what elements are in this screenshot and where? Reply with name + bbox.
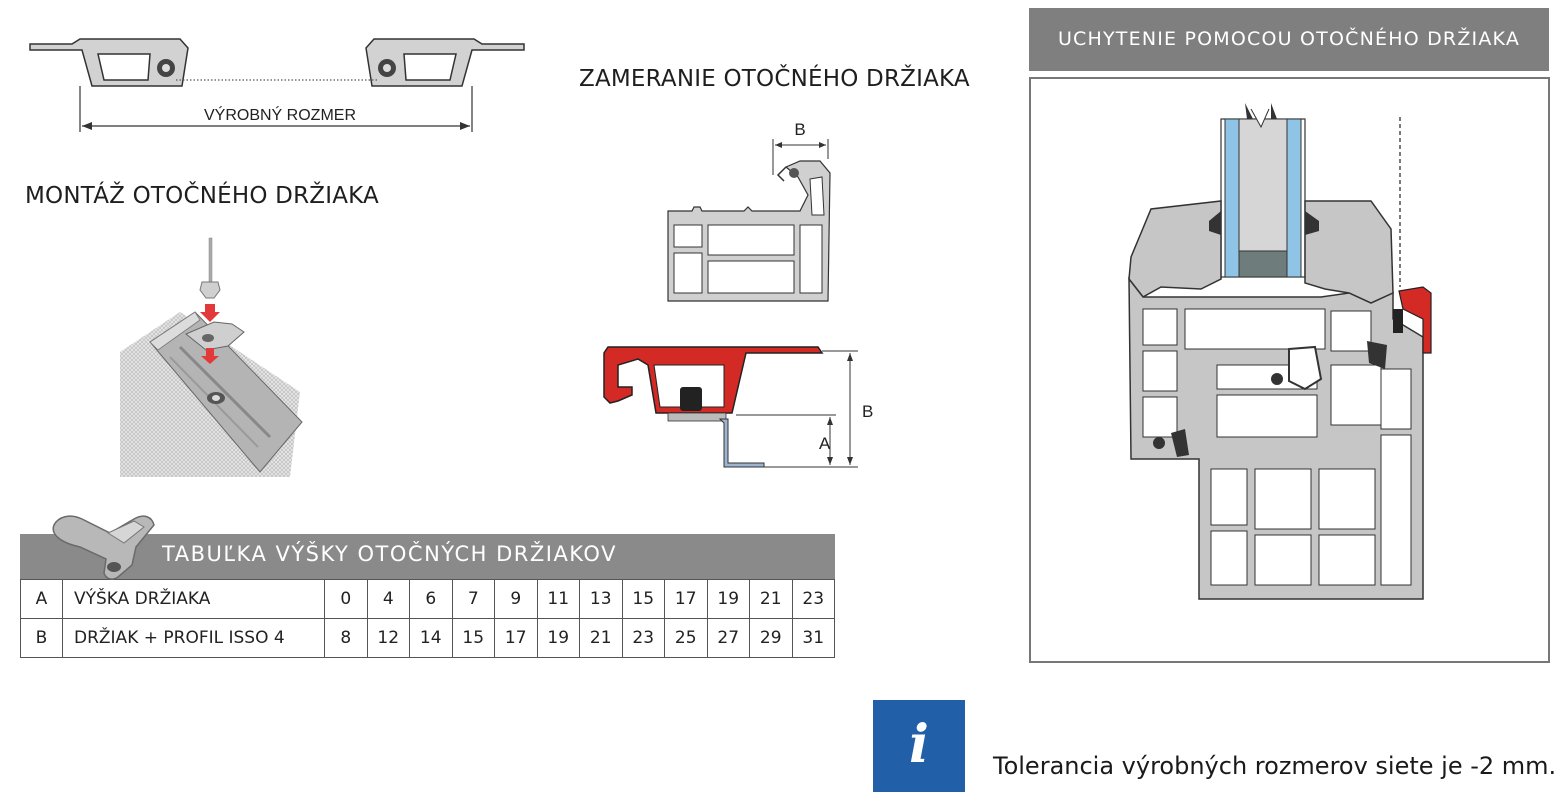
frame-profile-3d [149,311,303,473]
table-cell: 25 [664,618,708,658]
info-glyph: i [909,714,929,775]
measuring-profile-diagram: B [667,120,831,302]
table-cell: 15 [451,618,495,658]
assembly-arrows [200,304,220,364]
rivet [199,237,221,299]
mounting-illustration [120,237,303,477]
table-cell: 19 [706,579,750,619]
table-cell: 15 [621,579,665,619]
dimension-b-label: B [794,120,805,139]
frame-lip [718,418,765,468]
tolerance-note: Tolerancia výrobných rozmerov siete je -… [993,752,1557,780]
swivel-clip-part [185,321,245,351]
right-frame-profile [365,38,525,87]
mounting-heading: MONTÁŽ OTOČNÉHO DRŽIAKA [25,183,379,209]
info-icon: i [873,700,965,792]
left-frame-profile [29,38,189,87]
table-cell: 7 [451,579,495,619]
fixing-heading: UCHYTENIE POMOCOU OTOČNÉHO DRŽIAKA [1057,28,1521,50]
table-cell: 19 [536,618,580,658]
row-code: B [20,618,63,658]
height-table-header: TABUĽKA VÝŠKY OTOČNÝCH DRŽIAKOV [20,534,835,579]
table-cell: 17 [494,618,538,658]
table-cell: 27 [706,618,750,658]
fixing-panel-header: UCHYTENIE POMOCOU OTOČNÉHO DRŽIAKA [1029,8,1549,71]
installed-red-holder [1398,286,1432,354]
table-cell: 31 [791,618,835,658]
dimension-b-total-label: B [862,402,873,421]
table-cell: 8 [324,618,368,658]
row-code: A [20,579,63,619]
gaskets [1153,211,1387,457]
row-label: DRŽIAK + PROFIL ISSO 4 [62,618,325,658]
table-cell: 9 [494,579,538,619]
table-cell: 17 [664,579,708,619]
table-cell: 29 [749,618,793,658]
table-cell: 6 [409,579,453,619]
row-label: VÝŠKA DRŽIAKA [62,579,325,619]
window-section-diagram [1128,103,1432,600]
holder-measurement-diagram: B A [603,346,873,468]
table-cell: 12 [366,618,410,658]
table-cell: 21 [579,618,623,658]
production-size-diagram: VÝROBNÝ ROZMER [29,38,525,132]
dimension-a-label: A [819,434,831,453]
table-cell: 23 [621,618,665,658]
swivel-clip-icon [52,515,155,580]
glazing-unit [1220,103,1306,278]
table-cell: 0 [324,579,368,619]
table-cell: 4 [366,579,410,619]
measuring-heading: ZAMERANIE OTOČNÉHO DRŽIAKA [579,66,970,92]
table-cell: 21 [749,579,793,619]
table-cell: 11 [536,579,580,619]
table-cell: 23 [791,579,835,619]
table-cell: 14 [409,618,453,658]
production-size-label: VÝROBNÝ ROZMER [204,105,356,124]
table-cell: 13 [579,579,623,619]
fixing-panel [1029,77,1550,663]
height-table-title: TABUĽKA VÝŠKY OTOČNÝCH DRŽIAKOV [162,542,617,566]
